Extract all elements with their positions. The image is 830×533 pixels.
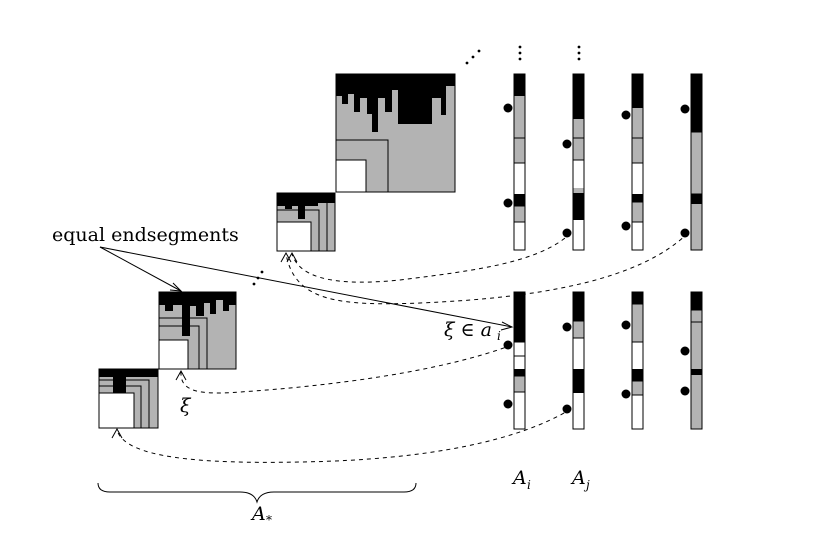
label-equal-endsegments: equal endsegments bbox=[52, 224, 239, 246]
column-top-4 bbox=[690, 73, 703, 251]
brace-A-star bbox=[97, 482, 417, 504]
svg-text:*: * bbox=[266, 513, 272, 527]
matrix-block-large bbox=[335, 73, 456, 193]
matrix-block-small bbox=[98, 368, 159, 429]
label-xi-in-ai: ξ ∈ a i bbox=[444, 319, 501, 343]
svg-text:i: i bbox=[497, 329, 501, 343]
column-markers bbox=[503, 103, 690, 414]
svg-text:A: A bbox=[511, 467, 527, 489]
matrix-block-mid-low bbox=[158, 291, 237, 370]
column-top-1 bbox=[513, 73, 526, 251]
column-top-2 bbox=[572, 73, 585, 251]
column-bottom-3 bbox=[631, 291, 644, 430]
svg-text:A: A bbox=[570, 467, 586, 489]
svg-text:i: i bbox=[527, 478, 531, 492]
column-bottom-2 bbox=[572, 291, 585, 430]
dashed-connectors bbox=[111, 232, 689, 463]
svg-text:j: j bbox=[583, 478, 590, 492]
label-xi: ξ bbox=[180, 395, 192, 417]
label-A-star: A * bbox=[250, 503, 272, 527]
endsegments-arrows bbox=[99, 246, 514, 331]
svg-text:ξ ∈ a: ξ ∈ a bbox=[444, 319, 492, 341]
label-A-i: A i bbox=[511, 467, 531, 492]
label-A-j: A j bbox=[570, 467, 590, 492]
column-top-3 bbox=[631, 73, 644, 251]
column-bottom-1 bbox=[513, 291, 526, 430]
matrix-block-mid-top bbox=[276, 192, 336, 252]
svg-text:A: A bbox=[250, 503, 266, 525]
column-bottom-4 bbox=[690, 291, 703, 430]
